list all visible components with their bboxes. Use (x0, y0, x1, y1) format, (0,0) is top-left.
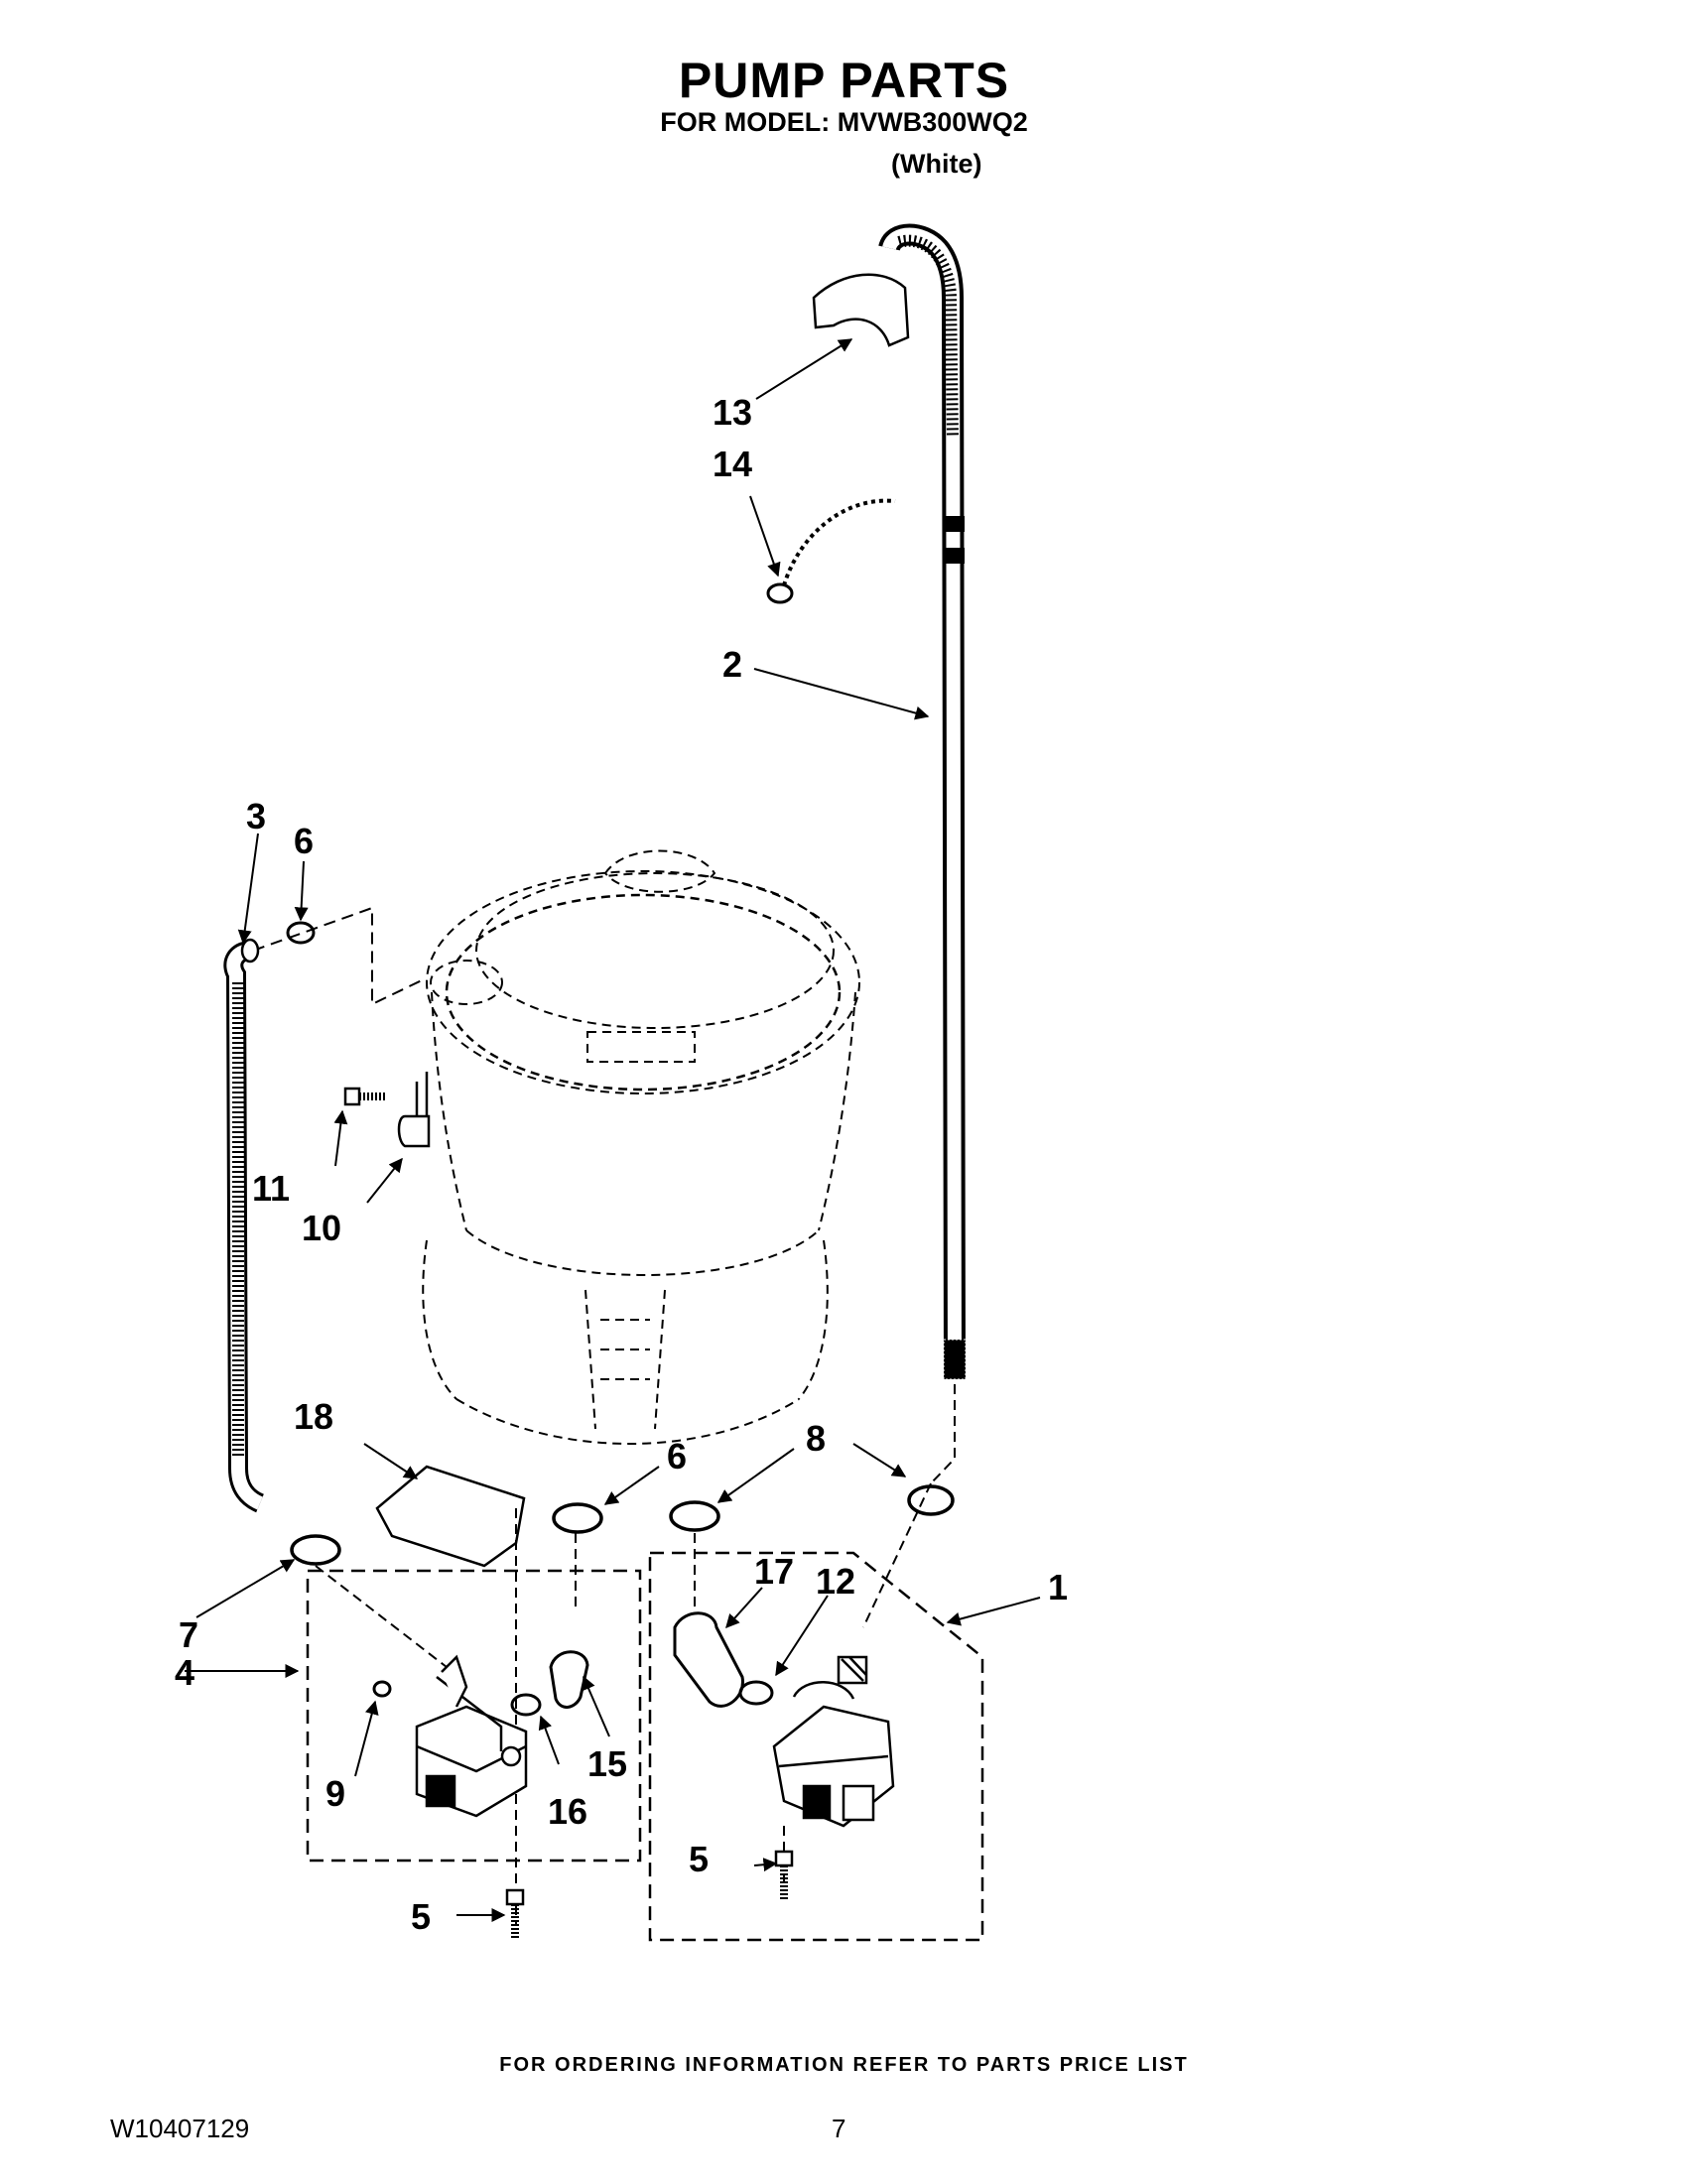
washer-tub (422, 849, 860, 1445)
callout-11: 11 (252, 1168, 290, 1209)
document-number: W10407129 (110, 2114, 250, 2143)
o-ring-part-16 (510, 1693, 542, 1717)
model-subtitle: FOR MODEL: MVWB300WQ2 (660, 107, 1028, 137)
hose-clamp-part-8-right (907, 1484, 955, 1516)
seal-part-9 (372, 1680, 392, 1698)
callout-6-lower: 6 (667, 1436, 687, 1477)
callout-16: 16 (548, 1791, 587, 1832)
screw-part-11 (343, 1087, 387, 1106)
elbow-part-15 (549, 1650, 589, 1709)
callout-8: 8 (806, 1418, 826, 1459)
callout-6-upper: 6 (294, 821, 314, 861)
ordering-information-note: FOR ORDERING INFORMATION REFER TO PARTS … (499, 2054, 1189, 2076)
elbow-part-17 (673, 1611, 744, 1708)
callout-14: 14 (713, 444, 752, 484)
page-number: 7 (832, 2114, 846, 2143)
callout-15: 15 (587, 1743, 627, 1784)
drain-hose-part-2 (862, 223, 967, 1628)
callout-7: 7 (179, 1614, 198, 1655)
hose-clamp-part-8-middle (669, 1500, 720, 1532)
hose-clamp-part-6-lower (552, 1502, 603, 1534)
callout-9: 9 (325, 1773, 345, 1814)
page-title: PUMP PARTS (678, 53, 1010, 108)
drain-hose-part-3 (223, 938, 265, 1513)
callout-12: 12 (816, 1561, 855, 1602)
callout-18: 18 (294, 1396, 333, 1437)
screw-part-5-left (505, 1888, 525, 1940)
drain-pump-left (372, 1654, 528, 1818)
hose-to-tub-dashed-path (252, 906, 423, 1006)
hose-clip-part-13 (812, 273, 910, 347)
callout-3: 3 (246, 796, 266, 836)
callout-2: 2 (722, 644, 742, 685)
bracket-part-10 (397, 1072, 431, 1148)
leader-arrows (185, 338, 1041, 1922)
callout-4: 4 (175, 1652, 195, 1693)
hose-clamp-part-7 (290, 1534, 341, 1566)
callout-17: 17 (754, 1551, 794, 1592)
color-variant: (White) (891, 149, 982, 179)
shield-plate-part-18 (375, 1465, 526, 1568)
drain-pump-right (772, 1655, 895, 1828)
callout-5-left: 5 (411, 1896, 431, 1937)
callout-1: 1 (1048, 1567, 1068, 1607)
callout-5-right: 5 (689, 1839, 709, 1879)
callout-10: 10 (302, 1208, 341, 1248)
callout-13: 13 (713, 392, 752, 433)
o-ring-part-12 (738, 1680, 774, 1706)
screw-part-5-right (774, 1850, 794, 1900)
pump-kit-box-part-4 (306, 1569, 642, 1863)
hose-clamp-part-6-upper (286, 921, 316, 945)
pump-kit-box-part-1 (648, 1551, 984, 1942)
tie-strap-part-14 (766, 498, 896, 604)
